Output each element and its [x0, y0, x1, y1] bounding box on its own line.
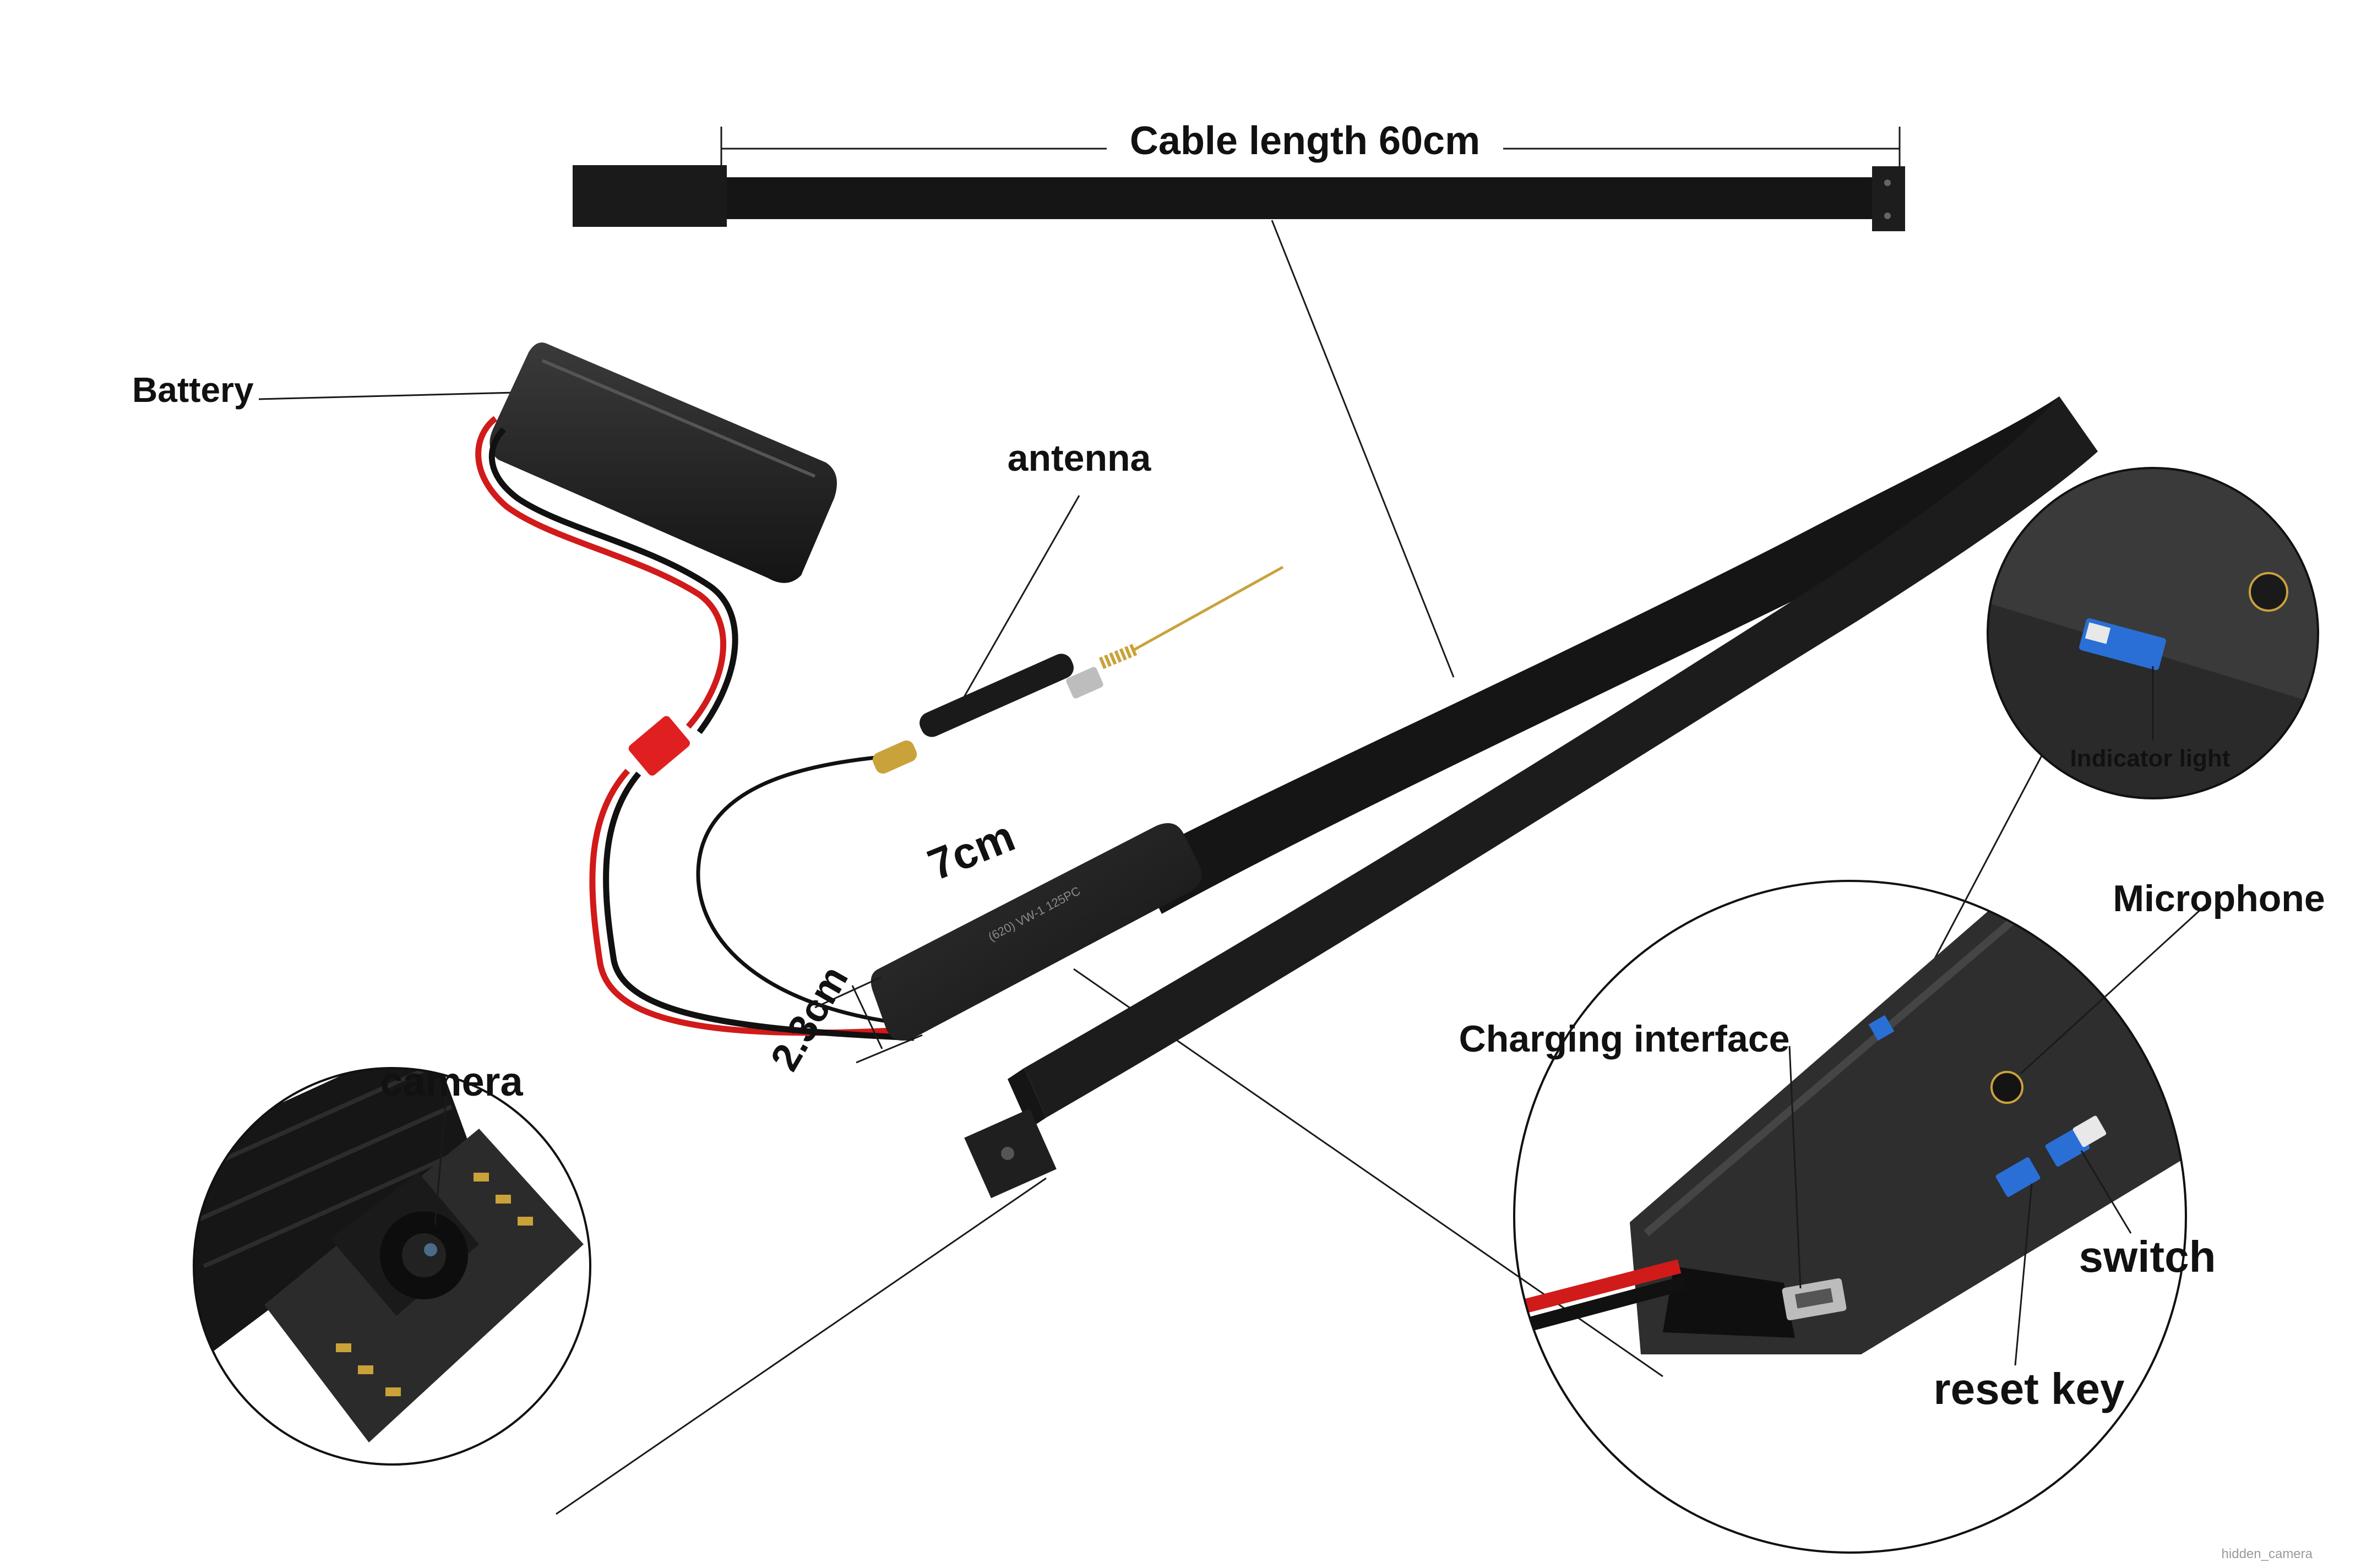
top-cable-ribbon: [727, 177, 1872, 219]
charging-interface-label: Charging interface: [1459, 1018, 1790, 1060]
ribbon-upper-run: [1134, 396, 2098, 914]
mic-hole-icon: [2249, 572, 2288, 612]
top-cable-end-block: [573, 165, 727, 227]
battery-red-wire: [475, 416, 727, 729]
board-zoom-callout: Microphone Charging interface switch res…: [1459, 878, 2325, 1554]
cable-length-dimension: Cable length 60cm: [720, 119, 1901, 171]
antenna-coil: [1098, 643, 1140, 669]
camera-zoom-circle: [193, 1067, 591, 1466]
indicator-light-label: Indicator light: [2070, 745, 2231, 772]
ribbon-lower-run: [1024, 396, 2098, 1118]
indicator-zoom-circle: [1987, 467, 2319, 799]
microphone-label: Microphone: [2113, 878, 2325, 919]
leader-antenna: [957, 495, 1080, 708]
wire-channel: [1663, 1266, 1795, 1338]
red-connector: [628, 716, 690, 776]
camera-ribbon-zoom: [194, 1068, 474, 1354]
module-width-label: 2.3cm: [763, 959, 857, 1078]
cable-length-label: Cable length 60cm: [1130, 119, 1480, 163]
leader-camera: [556, 1177, 1047, 1515]
switch-label: switch: [2079, 1232, 2216, 1281]
antenna-sleeve: [920, 654, 1074, 737]
camera-label: camera: [380, 1059, 523, 1104]
watermark: hidden_camera: [2222, 1547, 2313, 1561]
reset-key-label: reset key: [1934, 1364, 2125, 1413]
battery: [489, 342, 837, 583]
antenna-wire: [1133, 565, 1284, 651]
leader-cable: [1271, 220, 1455, 678]
antenna-label: antenna: [1008, 437, 1152, 479]
battery-pack: [489, 342, 837, 583]
main-ribbon: [964, 396, 2098, 1199]
module-red-wire: [589, 769, 915, 1036]
leader-battery: [258, 391, 515, 400]
battery-label: Battery: [132, 370, 254, 410]
battery-black-wire: [488, 427, 738, 734]
leader-reset: [2014, 1183, 2033, 1366]
battery-wires: [475, 416, 915, 1041]
leader-switch: [2080, 1150, 2132, 1234]
camera-zoom-callout: camera: [193, 1059, 591, 1466]
module-body: [871, 823, 1202, 1041]
module-length-label: 7cm: [921, 811, 1021, 890]
antenna-cable: [696, 755, 909, 1026]
module-black-wire: [603, 771, 915, 1041]
microphone-hole-icon: [1990, 1071, 2023, 1104]
antenna-ferrule: [1066, 667, 1103, 699]
leader-microphone: [2020, 902, 2209, 1075]
antenna-gold-connector: [872, 740, 917, 774]
antenna: [696, 565, 1284, 1026]
leader-charging: [1788, 1046, 1802, 1289]
top-cable-camera-tip: [1872, 166, 1905, 231]
board-zoom-circle: [1513, 880, 2187, 1554]
top-flat-cable: [573, 165, 1905, 231]
reset-key-icon: [1995, 1157, 2041, 1197]
